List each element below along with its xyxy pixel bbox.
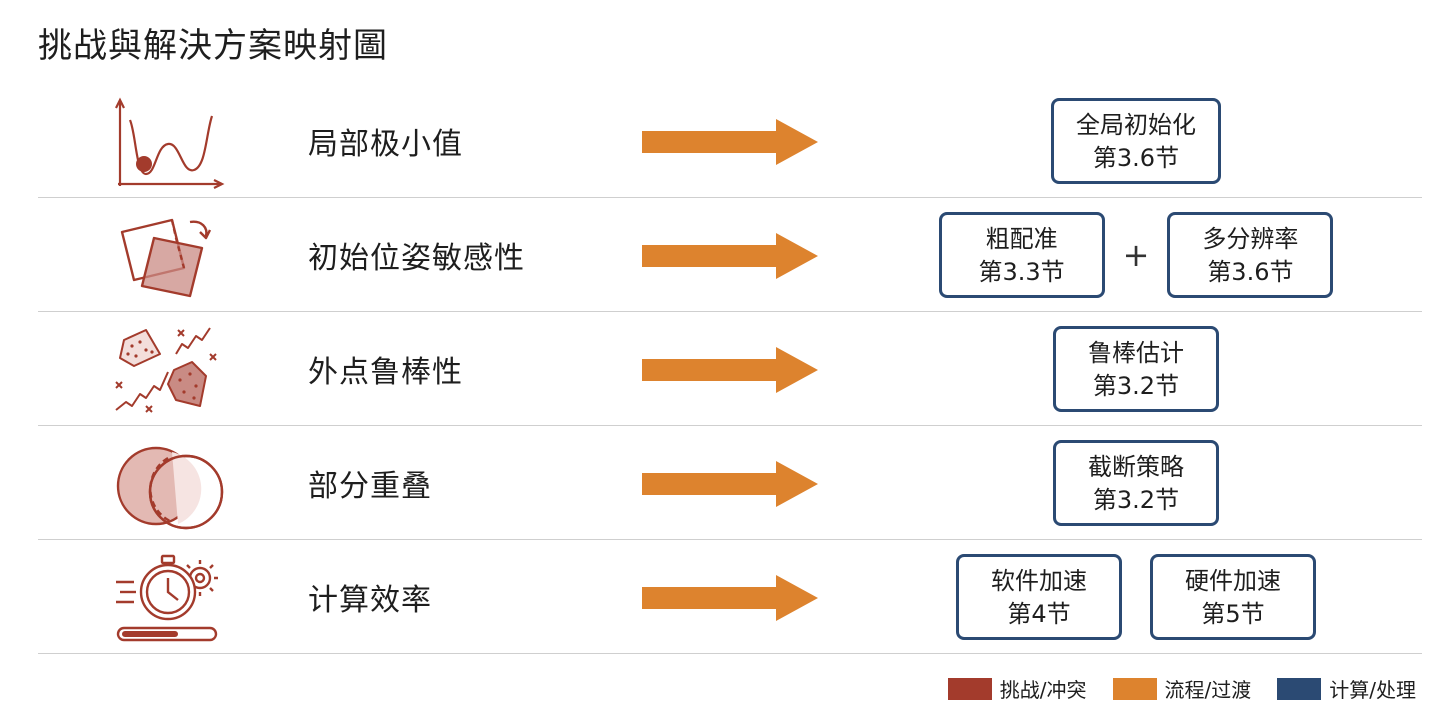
solution-box: 全局初始化 第3.6节 xyxy=(1051,98,1221,184)
row-partial-overlap: 部分重叠 截断策略 第3.2节 xyxy=(38,426,1422,540)
stopwatch-gear-icon xyxy=(110,550,230,646)
overlapping-circles-icon xyxy=(110,436,230,532)
challenge-label: 外点鲁棒性 xyxy=(308,355,463,390)
row-initial-pose: 初始位姿敏感性 粗配准 第3.3节 + 多分辨率 第3.6节 xyxy=(38,198,1422,312)
solution-section: 第5节 xyxy=(1201,600,1265,628)
challenge-label: 局部极小值 xyxy=(308,127,463,162)
solution-section: 第3.2节 xyxy=(1092,372,1180,400)
row-computational-efficiency: 计算效率 软件加速 第4节 硬件加速 第5节 xyxy=(38,540,1422,654)
legend-swatch xyxy=(1277,677,1322,700)
legend-label: 流程/过渡 xyxy=(1164,678,1252,702)
solution-section: 第3.6节 xyxy=(1092,144,1180,172)
legend: 挑战/冲突 流程/过渡 计算/处理 xyxy=(922,674,1416,703)
arrow-right-icon xyxy=(642,575,818,621)
challenge-label: 部分重叠 xyxy=(308,469,432,504)
arrow-right-icon xyxy=(642,119,818,165)
solution-title: 粗配准 xyxy=(985,225,1058,253)
legend-label: 计算/处理 xyxy=(1329,678,1416,702)
page-title: 挑战與解決方案映射圖 xyxy=(38,26,388,66)
challenge-label: 计算效率 xyxy=(308,583,432,618)
legend-label: 挑战/冲突 xyxy=(999,678,1087,702)
row-divider xyxy=(38,653,1422,654)
local-minimum-curve-icon xyxy=(110,94,230,190)
solution-section: 第3.6节 xyxy=(1207,258,1294,286)
arrow-right-icon xyxy=(642,461,818,507)
row-divider xyxy=(38,197,1422,198)
solution-group: 鲁棒估计 第3.2节 xyxy=(926,312,1346,426)
legend-item-flow: 流程/过渡 xyxy=(1112,674,1252,703)
arrow-right-icon xyxy=(642,347,818,393)
legend-item-compute: 计算/处理 xyxy=(1277,674,1416,703)
challenge-label: 初始位姿敏感性 xyxy=(308,241,525,276)
solution-title: 鲁棒估计 xyxy=(1088,339,1184,367)
solution-box: 多分辨率 第3.6节 xyxy=(1167,212,1334,298)
solution-box: 截断策略 第3.2节 xyxy=(1053,440,1219,526)
plus-connector: + xyxy=(1122,236,1150,274)
solution-section: 第3.3节 xyxy=(978,258,1065,286)
solution-group: 全局初始化 第3.6节 xyxy=(926,84,1346,198)
legend-swatch xyxy=(1112,677,1157,700)
solution-title: 全局初始化 xyxy=(1076,111,1196,139)
legend-item-challenge: 挑战/冲突 xyxy=(947,674,1087,703)
solution-title: 硬件加速 xyxy=(1185,567,1281,595)
solution-group: 粗配准 第3.3节 + 多分辨率 第3.6节 xyxy=(926,198,1346,312)
solution-title: 多分辨率 xyxy=(1202,225,1299,253)
row-outlier-robustness: 外点鲁棒性 鲁棒估计 第3.2节 xyxy=(38,312,1422,426)
solution-group: 截断策略 第3.2节 xyxy=(926,426,1346,540)
solution-section: 第4节 xyxy=(1007,600,1071,628)
scattered-outliers-icon xyxy=(110,322,230,418)
solution-title: 软件加速 xyxy=(991,567,1087,595)
solution-box: 粗配准 第3.3节 xyxy=(938,212,1105,298)
solution-section: 第3.2节 xyxy=(1092,486,1180,514)
row-divider xyxy=(38,539,1422,540)
arrow-right-icon xyxy=(642,233,818,279)
legend-swatch xyxy=(947,677,992,700)
row-divider xyxy=(38,425,1422,426)
solution-box: 硬件加速 第5节 xyxy=(1150,554,1316,640)
solution-title: 截断策略 xyxy=(1088,453,1184,481)
rotated-squares-icon xyxy=(110,208,230,304)
row-divider xyxy=(38,311,1422,312)
solution-box: 鲁棒估计 第3.2节 xyxy=(1053,326,1219,412)
row-local-minimum: 局部极小值 全局初始化 第3.6节 xyxy=(38,84,1422,198)
solution-box: 软件加速 第4节 xyxy=(956,554,1122,640)
solution-group: 软件加速 第4节 硬件加速 第5节 xyxy=(926,540,1346,654)
